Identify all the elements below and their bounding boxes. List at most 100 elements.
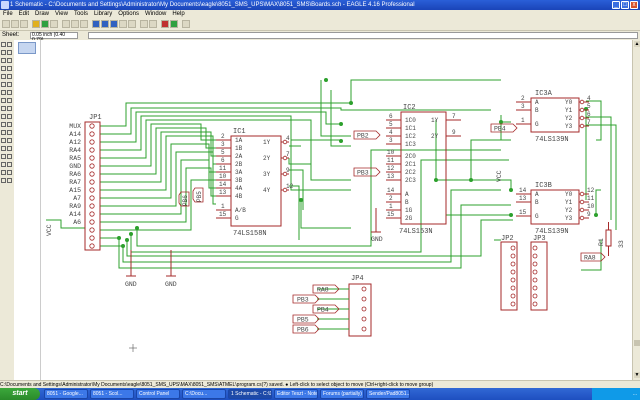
window-fit-icon[interactable] <box>92 20 100 28</box>
menu-edit[interactable]: Edit <box>18 11 30 17</box>
jp4-header[interactable]: JP4 RA8 PB3 PB4 PB5 PB6 <box>292 275 372 337</box>
minimize-button[interactable]: _ <box>612 1 620 9</box>
gateswap-tool-icon[interactable] <box>7 98 12 103</box>
open-icon[interactable] <box>2 20 10 28</box>
taskbar-item[interactable]: 8051 - Scol... <box>90 389 134 399</box>
save-icon[interactable] <box>11 20 19 28</box>
mark-tool-icon[interactable] <box>7 50 12 55</box>
name-tool-icon[interactable] <box>1 106 6 111</box>
ic3b-name: IC3B <box>535 182 552 190</box>
redraw-icon[interactable] <box>119 20 127 28</box>
circle-tool-icon[interactable] <box>1 138 6 143</box>
info-tool-icon[interactable] <box>1 42 6 47</box>
rotate-tool-icon[interactable] <box>7 66 12 71</box>
net-tool-icon[interactable] <box>7 154 12 159</box>
board-icon[interactable] <box>41 20 49 28</box>
taskbar-item[interactable]: Control Panel <box>136 389 180 399</box>
value-tool-icon[interactable] <box>7 106 12 111</box>
show-tool-icon[interactable] <box>7 42 12 47</box>
menu-view[interactable]: View <box>55 11 68 17</box>
zoom-out-icon[interactable] <box>110 20 118 28</box>
start-button[interactable]: start <box>0 388 40 400</box>
use-icon[interactable] <box>62 20 70 28</box>
menu-help[interactable]: Help <box>172 11 185 17</box>
jp3-header[interactable]: JP3 <box>530 235 548 311</box>
miter-tool-icon[interactable] <box>7 114 12 119</box>
smash-tool-icon[interactable] <box>1 114 6 119</box>
vertical-scrollbar[interactable]: ▲ ▼ <box>632 40 640 380</box>
arc-tool-icon[interactable] <box>7 138 12 143</box>
taskbar-item[interactable]: Sender/Pad8051... <box>366 389 410 399</box>
zoom-in-icon[interactable] <box>101 20 109 28</box>
replace-tool-icon[interactable] <box>1 98 6 103</box>
scroll-thumb[interactable] <box>634 340 640 346</box>
ic3b-pin-number: 9 <box>587 211 591 218</box>
change-tool-icon[interactable] <box>7 74 12 79</box>
pinswap-tool-icon[interactable] <box>7 90 12 95</box>
dimension-tool-icon[interactable] <box>7 170 12 175</box>
ic2-pin-label: 2Y <box>431 133 439 140</box>
ic1-pin-number: 2 <box>221 133 225 140</box>
menu-draw[interactable]: Draw <box>35 11 50 17</box>
copy-tool-icon[interactable] <box>7 58 12 63</box>
menu-file[interactable]: File <box>3 11 13 17</box>
errors-tool-icon[interactable] <box>7 178 12 183</box>
redo-icon[interactable] <box>149 20 157 28</box>
help-icon[interactable] <box>182 20 190 28</box>
junction-tool-icon[interactable] <box>1 162 6 167</box>
scroll-down-icon[interactable]: ▼ <box>634 372 640 378</box>
ic3b-chip[interactable]: IC3B 74LS139N 14 13 15 A B G Y0 Y1 Y2 Y3… <box>516 182 595 236</box>
go-icon[interactable] <box>170 20 178 28</box>
sheet-thumbnail-1[interactable] <box>18 42 36 54</box>
ic1-chip[interactable]: IC1 74LS158N 2 3 5 6 11 10 14 13 1 15 1A… <box>216 128 294 238</box>
rect-tool-icon[interactable] <box>1 146 6 151</box>
add-tool-icon[interactable] <box>1 90 6 95</box>
close-button[interactable]: x <box>630 1 638 9</box>
ic3a-chip[interactable]: IC3A 74LS139N 2 3 1 A B G Y0 Y1 Y2 Y3 4 … <box>516 90 591 144</box>
taskbar-item[interactable]: Forums (partially) - Goo... <box>320 389 364 399</box>
run-icon[interactable] <box>80 20 88 28</box>
schematic-canvas[interactable]: JP1 MUX A14 A12 RA4 RA5 GND RA6 RA7 A15 … <box>41 40 632 380</box>
taskbar-item-active[interactable]: 1 Schematic - C:\Do... <box>228 389 272 399</box>
paste-tool-icon[interactable] <box>1 82 6 87</box>
text-tool-icon[interactable] <box>7 130 12 135</box>
net-label-ra8-right-group: RA8 <box>580 252 606 262</box>
bus-tool-icon[interactable] <box>1 154 6 159</box>
stop-icon[interactable] <box>161 20 169 28</box>
scroll-up-icon[interactable]: ▲ <box>634 41 640 47</box>
menu-window[interactable]: Window <box>144 11 167 17</box>
taskbar-item[interactable]: Editor Teszt - Note... <box>274 389 318 399</box>
script-icon[interactable] <box>71 20 79 28</box>
command-input[interactable] <box>88 32 638 39</box>
menu-options[interactable]: Options <box>118 11 139 17</box>
resistor-r1[interactable]: R1 33 <box>598 222 625 256</box>
erc-tool-icon[interactable] <box>1 178 6 183</box>
attribute-tool-icon[interactable] <box>1 170 6 175</box>
zoom-select-icon[interactable] <box>128 20 136 28</box>
taskbar-item[interactable]: 8051 - Google... <box>44 389 88 399</box>
label-tool-icon[interactable] <box>7 162 12 167</box>
wire-tool-icon[interactable] <box>1 130 6 135</box>
sheet-icon[interactable] <box>50 20 58 28</box>
print-icon[interactable] <box>20 20 28 28</box>
jp1-name: JP1 <box>89 114 102 122</box>
menu-library[interactable]: Library <box>93 11 113 17</box>
undo-icon[interactable] <box>140 20 148 28</box>
ic3b-pin-number: 13 <box>519 195 527 202</box>
cam-icon[interactable] <box>32 20 40 28</box>
display-tool-icon[interactable] <box>1 50 6 55</box>
polygon-tool-icon[interactable] <box>7 146 12 151</box>
invoke-tool-icon[interactable] <box>7 122 12 127</box>
menu-tools[interactable]: Tools <box>73 11 88 17</box>
jp1-connector[interactable]: JP1 MUX A14 A12 RA4 RA5 GND RA6 RA7 A15 … <box>46 114 102 251</box>
mirror-tool-icon[interactable] <box>1 66 6 71</box>
jp2-header[interactable]: JP2 <box>500 235 518 311</box>
maximize-button[interactable]: □ <box>621 1 629 9</box>
split-tool-icon[interactable] <box>1 122 6 127</box>
group-tool-icon[interactable] <box>1 74 6 79</box>
ic2-chip[interactable]: IC2 74LS153N 6 5 4 3 10 11 12 13 14 2 1 … <box>386 104 461 236</box>
taskbar-item[interactable]: C:\Docu... <box>182 389 226 399</box>
move-tool-icon[interactable] <box>1 58 6 63</box>
jp4-net-label: PB5 <box>297 317 309 324</box>
delete-tool-icon[interactable] <box>7 82 12 87</box>
